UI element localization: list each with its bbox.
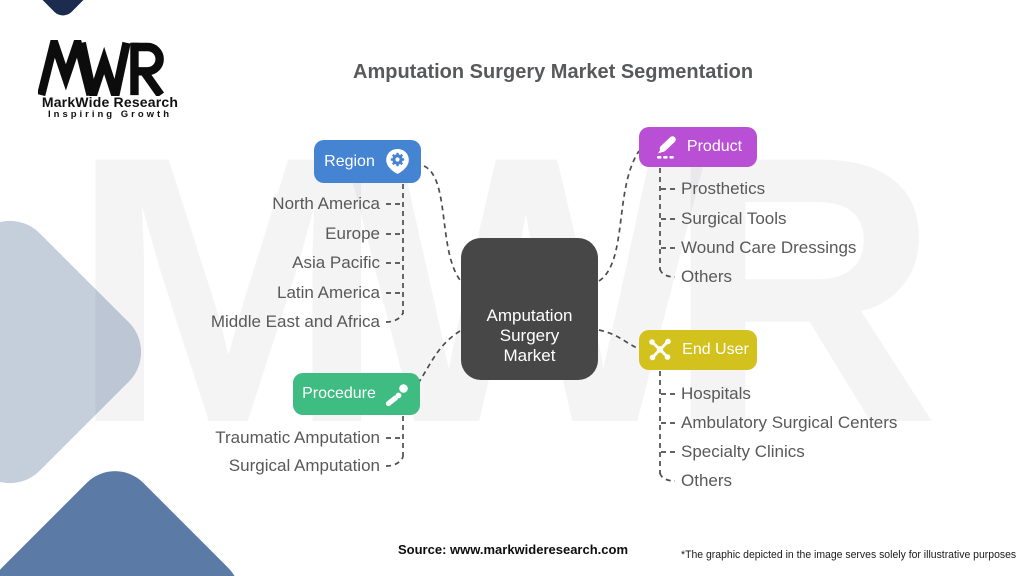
disclaimer-text: *The graphic depicted in the image serve…	[681, 549, 1017, 561]
end-user-item: Ambulatory Surgical Centers	[681, 413, 898, 432]
product-item: Prosthetics	[681, 179, 766, 198]
end-user-item: Specialty Clinics	[681, 442, 805, 461]
end-user-item: Others	[681, 471, 733, 490]
end-user-item: Hospitals	[681, 384, 751, 403]
region-item: Middle East and Africa	[210, 312, 380, 331]
product-item: Wound Care Dressings	[681, 238, 857, 257]
procedure-node: Procedure	[293, 373, 420, 415]
procedure-item: Traumatic Amputation	[215, 428, 380, 447]
source-text: Source: www.markwideresearch.com	[398, 542, 629, 557]
center-market-label: Amputation Surgery Market	[486, 306, 573, 365]
network-nodes-icon	[649, 338, 671, 361]
mwr-logo-icon	[38, 40, 165, 96]
product-node: Product	[639, 127, 757, 167]
center-market-node: Amputation Surgery Market	[461, 238, 598, 380]
region-item: North America	[272, 194, 380, 213]
procedure-node-label: Procedure	[302, 385, 376, 402]
product-item: Others	[681, 267, 733, 286]
region-item: Latin America	[277, 283, 380, 302]
end-user-node-label: End User	[682, 341, 749, 358]
logo-tagline: Inspiring Growth	[48, 109, 172, 120]
region-node-label: Region	[324, 152, 375, 170]
region-center-connector	[423, 165, 461, 281]
enduser-center-connector	[598, 329, 640, 350]
procedure-item: Surgical Amputation	[228, 456, 380, 475]
region-item: Asia Pacific	[292, 253, 380, 272]
region-node: Region	[314, 140, 421, 183]
map-pin-gear-icon	[386, 149, 409, 174]
region-item: Europe	[325, 224, 380, 243]
end-user-node: End User	[639, 330, 757, 370]
prosthetic-leg-icon	[385, 384, 408, 407]
marker-pen-icon	[656, 136, 676, 159]
logo-company-name: MarkWide Research	[41, 94, 179, 110]
product-node-label: Product	[686, 138, 743, 155]
page-title: Amputation Surgery Market Segmentation	[353, 61, 754, 83]
product-center-connector	[598, 150, 640, 282]
product-item: Surgical Tools	[681, 209, 787, 228]
procedure-center-connector	[418, 330, 461, 383]
